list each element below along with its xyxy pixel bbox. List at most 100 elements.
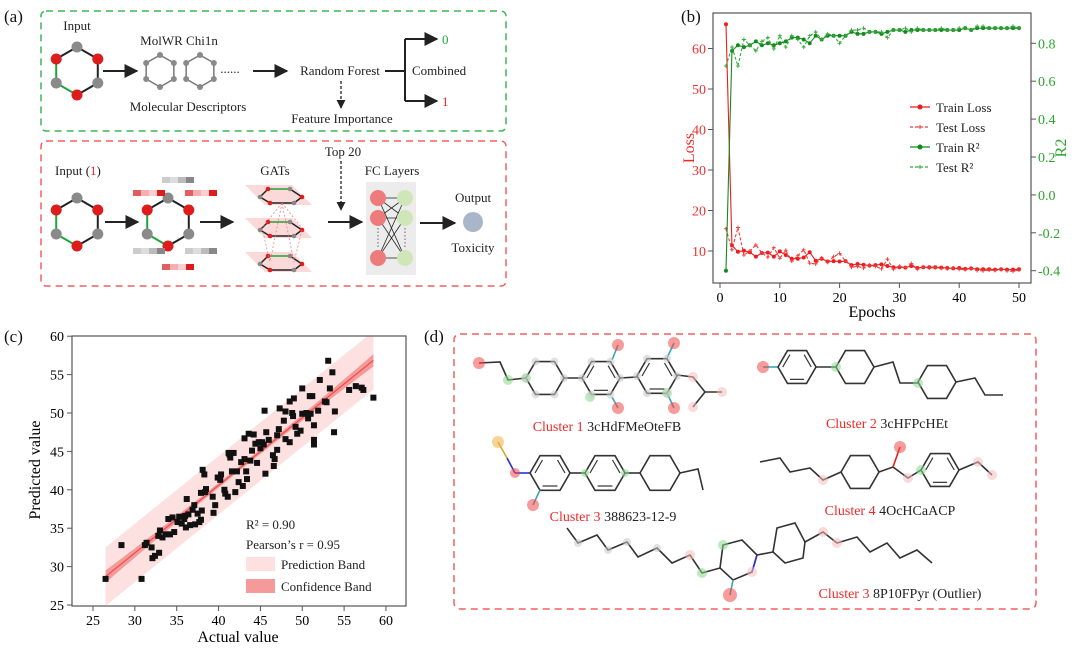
atom-node [291, 267, 297, 273]
y-tick-label: 35 [50, 522, 64, 537]
data-point [138, 575, 145, 582]
double-bond [534, 459, 544, 474]
atom-node [50, 228, 62, 240]
class-1: 1 [442, 94, 449, 109]
bond [676, 374, 722, 393]
data-point [197, 516, 204, 523]
data-point [260, 441, 267, 448]
data-point [957, 267, 962, 272]
y-tick-label: 25 [50, 599, 64, 614]
legend-label: Test Loss [936, 120, 985, 135]
ring [772, 522, 806, 564]
atom-highlight [831, 362, 841, 372]
atom-highlight [606, 390, 615, 399]
combined-label: Combined [412, 63, 467, 78]
data-point [831, 259, 836, 264]
double-bond [611, 459, 621, 474]
data-point [210, 509, 217, 516]
atom-node [257, 194, 263, 200]
input1-label: Input (1) [55, 163, 101, 178]
feature-vector-cell [149, 190, 157, 196]
atom-node [162, 192, 174, 204]
data-point [254, 459, 261, 466]
data-point [831, 33, 836, 38]
data-point [230, 449, 237, 456]
data-point [981, 24, 986, 29]
data-point [274, 432, 281, 439]
data-point [310, 436, 317, 443]
data-point [819, 37, 824, 42]
plot-frame [71, 335, 407, 607]
data-point [1005, 268, 1010, 273]
fc-node-input [370, 210, 386, 226]
data-point [239, 482, 246, 489]
atom-node [170, 76, 177, 82]
ring [636, 357, 678, 395]
data-point [855, 28, 860, 33]
data-point [290, 413, 297, 420]
atom-highlight [685, 550, 695, 560]
data-point [777, 41, 782, 46]
data-point [1017, 268, 1021, 273]
legend-marker [917, 144, 923, 150]
atom-highlight [581, 469, 589, 477]
data-point [861, 31, 866, 36]
atom-node [287, 186, 293, 192]
data-point [813, 33, 818, 38]
atom-node [257, 227, 263, 233]
ring [777, 349, 817, 385]
bond [289, 221, 303, 231]
data-point [909, 29, 914, 34]
atom-highlight [668, 402, 680, 414]
data-point [867, 29, 872, 34]
data-point [747, 249, 752, 253]
data-point [759, 251, 764, 256]
feature-vector-cell [201, 190, 209, 196]
data-point [759, 43, 764, 48]
descriptor-graphs [143, 52, 217, 90]
descriptor-names: MolWR Chi1n [140, 33, 218, 48]
data-point [1011, 269, 1016, 274]
data-point [292, 423, 299, 430]
bond [804, 531, 933, 564]
atom-node [143, 76, 150, 82]
data-point [370, 394, 377, 401]
atom-highlight [473, 357, 485, 369]
data-point [1011, 24, 1016, 29]
double-bond [641, 362, 651, 377]
data-point [735, 64, 740, 69]
scatter-plot [102, 336, 377, 606]
atom-node [71, 41, 83, 53]
feature-vector-cell [170, 177, 178, 183]
data-point [867, 263, 872, 268]
atom-node [157, 84, 163, 90]
data-point [232, 489, 239, 496]
bond [566, 527, 721, 574]
data-point [729, 247, 734, 252]
panel-label-c: (c) [4, 327, 23, 346]
data-point [855, 264, 860, 269]
y-right-tick-label: -0.4 [1038, 265, 1060, 280]
data-point [183, 496, 190, 503]
data-point [290, 395, 297, 402]
bond [289, 188, 303, 198]
atom-node [143, 60, 150, 66]
atom-node [197, 84, 203, 90]
atom-highlight [697, 568, 707, 578]
atom-node [141, 228, 153, 240]
feature-vector-cell [185, 190, 193, 196]
y-tick-label: 10 [692, 245, 706, 260]
data-point [323, 399, 330, 406]
data-point [241, 456, 248, 463]
atom-highlight [510, 468, 520, 478]
r2-annotation: R² = 0.90 [246, 517, 295, 532]
data-point [903, 265, 908, 270]
x-tick-label: 25 [86, 614, 100, 629]
data-point [795, 37, 800, 42]
data-point [753, 39, 758, 44]
atom-highlight [606, 357, 615, 366]
x-axis-title-epochs: Epochs [848, 304, 895, 321]
feature-vector-cell [178, 177, 186, 183]
data-point [222, 490, 229, 497]
